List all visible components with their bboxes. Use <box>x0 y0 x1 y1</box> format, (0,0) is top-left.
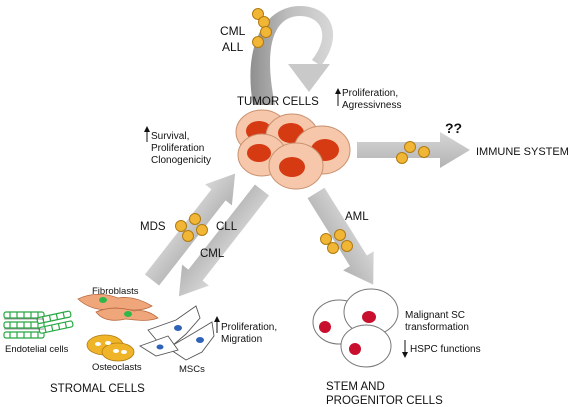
label-tumor-effect-1: Proliferation, <box>342 88 398 99</box>
mscs <box>138 305 215 361</box>
label-hspc-functions: HSPC functions <box>410 344 481 355</box>
vesicles-stromal-exchange <box>175 213 208 242</box>
label-immune-system: IMMUNE SYSTEM <box>476 146 569 158</box>
up-arrow-icon <box>335 88 341 106</box>
label-survival-1: Survival, <box>151 131 189 142</box>
label-endotelial-cells: Endotelial cells <box>5 344 69 355</box>
label-cml-top: CML <box>220 24 246 38</box>
label-tumor-effect-2: Agressivness <box>342 100 401 111</box>
arrow-tumor-to-stromal <box>178 184 270 297</box>
tumor-cell <box>268 142 324 190</box>
label-survival-2: Proliferation <box>151 143 204 154</box>
label-survival-3: Clonogenicity <box>151 155 211 166</box>
label-mscs: MSCs <box>179 364 205 375</box>
label-malignant-2: transformation <box>405 322 469 333</box>
label-cml-mid: CML <box>200 248 225 260</box>
label-stem-1: STEM AND <box>326 381 385 393</box>
endothelial-cells <box>3 310 74 339</box>
label-stem-2: PROGENITOR CELLS <box>326 395 443 407</box>
fibroblasts <box>77 293 159 321</box>
label-question: ?? <box>445 120 462 136</box>
label-stromal-cells: STROMAL CELLS <box>50 383 145 395</box>
label-osteoclasts: Osteoclasts <box>92 362 142 373</box>
vesicles-loop <box>252 8 272 48</box>
label-stromal-effect-1: Proliferation, <box>221 322 277 333</box>
label-cll: CLL <box>216 221 238 233</box>
label-mds: MDS <box>140 221 166 233</box>
label-aml: AML <box>345 211 369 223</box>
label-tumor-cells: TUMOR CELLS <box>237 96 319 108</box>
osteoclasts <box>86 334 135 362</box>
tumor-cells-cluster <box>235 109 351 190</box>
up-arrow-icon <box>144 126 150 142</box>
stem-progenitor-cells <box>312 288 399 368</box>
vesicles-immune <box>396 141 430 164</box>
vesicles-aml <box>320 229 353 254</box>
label-stromal-effect-2: Migration <box>221 334 262 345</box>
down-arrow-icon <box>402 340 408 358</box>
arrow-stromal-to-tumor <box>144 173 236 286</box>
label-malignant-1: Malignant SC <box>405 310 465 321</box>
label-all-top: ALL <box>222 40 244 54</box>
label-fibroblasts: Fibroblasts <box>92 286 139 297</box>
up-arrow-icon <box>214 316 220 333</box>
